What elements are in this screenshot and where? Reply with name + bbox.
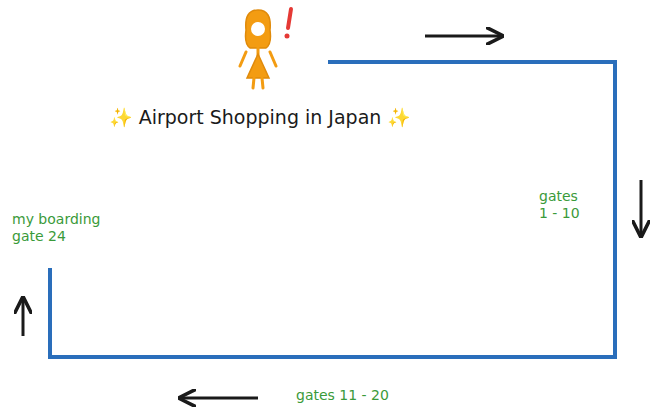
gate-label: gates 1 - 10 [539, 188, 591, 222]
route-line [50, 62, 615, 357]
girl-figure [240, 9, 291, 88]
direction-arrow [425, 35, 500, 38]
exclamation-mark [288, 9, 291, 28]
exclamation-dot [285, 34, 290, 39]
girl-dress [247, 54, 269, 78]
diagram-title: ✨ Airport Shopping in Japan ✨ [70, 106, 450, 129]
girl-legs [253, 78, 263, 88]
gate-label: my boarding gate 24 [12, 211, 108, 245]
direction-arrow [640, 180, 643, 234]
direction-arrow [22, 300, 25, 336]
girl-arms [240, 52, 276, 66]
direction-arrow [182, 397, 258, 400]
girl-face [250, 21, 266, 37]
gate-label: gates 11 - 20 [296, 387, 436, 404]
